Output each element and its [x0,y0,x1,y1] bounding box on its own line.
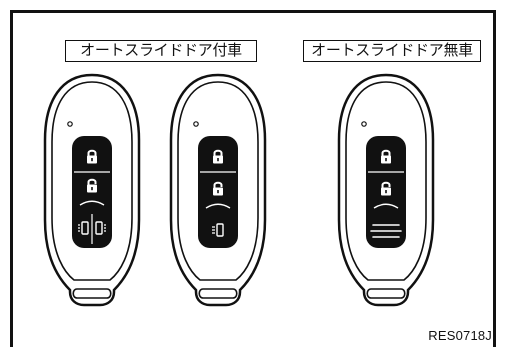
keyfob-with-one-slide-door-button [169,73,267,307]
led-indicator [361,121,367,127]
led-indicator [67,121,73,127]
keyfob-without-slide-door [337,73,435,307]
keyfob-with-two-slide-door-buttons [43,73,141,307]
slide-door-button [212,223,224,237]
panic-grip-icon [370,224,402,238]
right-slide-door-icon [95,221,106,235]
figure-code: RES0718J [428,328,492,343]
illustration-frame [10,10,496,347]
led-indicator [193,121,199,127]
right-slide-door-button [95,221,106,235]
label-with-auto-slide-door: オートスライドドア付車 [65,40,257,62]
label-without-auto-slide-door: オートスライドドア無車 [303,40,481,62]
left-slide-door-icon [78,221,89,235]
left-slide-door-button [78,221,89,235]
slide-door-icon [212,223,224,237]
